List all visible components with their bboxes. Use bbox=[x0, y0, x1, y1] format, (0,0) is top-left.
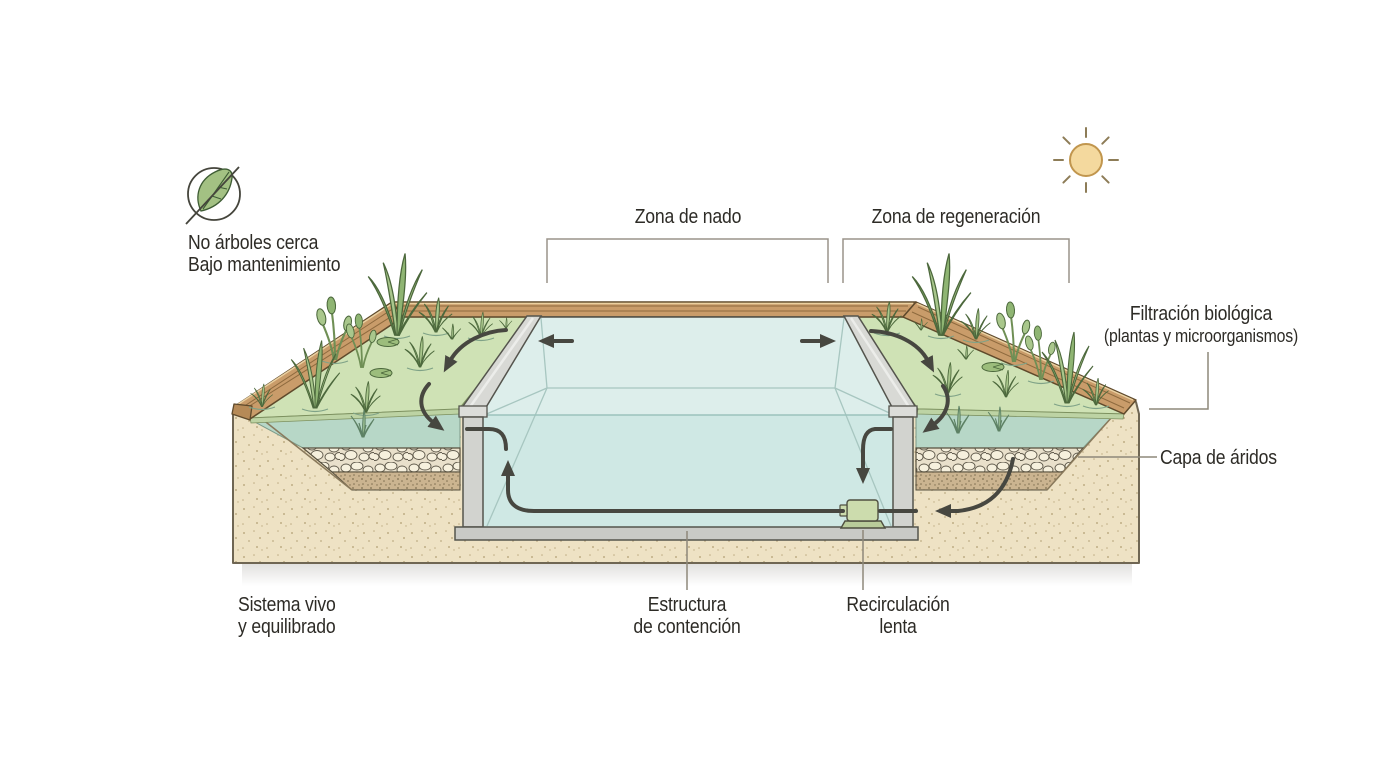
label-living-system-line2: y equilibrado bbox=[238, 616, 336, 638]
label-containment-line1: Estructura bbox=[647, 594, 727, 616]
label-containment-line2: de contención bbox=[633, 616, 741, 638]
flow-arrow-icon bbox=[419, 382, 445, 431]
bracket-regen-zone bbox=[842, 238, 1070, 283]
connector-bio-filtration bbox=[1149, 352, 1209, 410]
no-leaf-icon bbox=[185, 166, 241, 225]
label-no-trees-line2: Bajo mantenimiento bbox=[188, 254, 341, 276]
label-recirculation-line1: Recirculación bbox=[846, 594, 950, 616]
label-bio-filtration: Filtración biológica (plantas y microorg… bbox=[1060, 303, 1342, 347]
flow-line bbox=[465, 427, 508, 451]
label-swim-zone: Zona de nado bbox=[634, 206, 742, 228]
label-recirculation-line2: lenta bbox=[879, 616, 917, 638]
label-connectors bbox=[546, 238, 1209, 590]
label-no-trees-line1: No árboles cerca bbox=[188, 232, 319, 254]
label-containment: Estructura de contención bbox=[546, 594, 828, 638]
label-living-system: Sistema vivo y equilibrado bbox=[238, 594, 336, 638]
bracket-swim-zone bbox=[546, 238, 829, 283]
label-recirculation: Recirculación lenta bbox=[757, 594, 1039, 638]
label-bio-filtration-line1: Filtración biológica bbox=[1129, 303, 1273, 325]
flow-arrow-icon bbox=[856, 427, 893, 484]
regeneration-bed-left bbox=[251, 412, 461, 491]
flow-arrow-icon bbox=[922, 384, 950, 433]
label-aggregate-layer: Capa de áridos bbox=[1160, 447, 1277, 469]
flow-arrow-icon bbox=[443, 328, 508, 373]
label-no-trees: No árboles cerca Bajo mantenimiento bbox=[188, 232, 341, 276]
swim-zone-water bbox=[481, 316, 897, 527]
sun-icon bbox=[1053, 127, 1119, 193]
flow-arrow-icon bbox=[935, 457, 1015, 518]
label-regen-zone: Zona de regeneración bbox=[871, 206, 1041, 228]
flow-arrow-icon bbox=[501, 460, 845, 513]
flow-arrow-icon bbox=[869, 329, 935, 373]
label-bio-filtration-line2: (plantas y microorganismos) bbox=[1103, 326, 1299, 346]
flow-arrows bbox=[419, 328, 1015, 518]
pump-icon bbox=[839, 499, 887, 529]
label-living-system-line1: Sistema vivo bbox=[238, 594, 336, 616]
